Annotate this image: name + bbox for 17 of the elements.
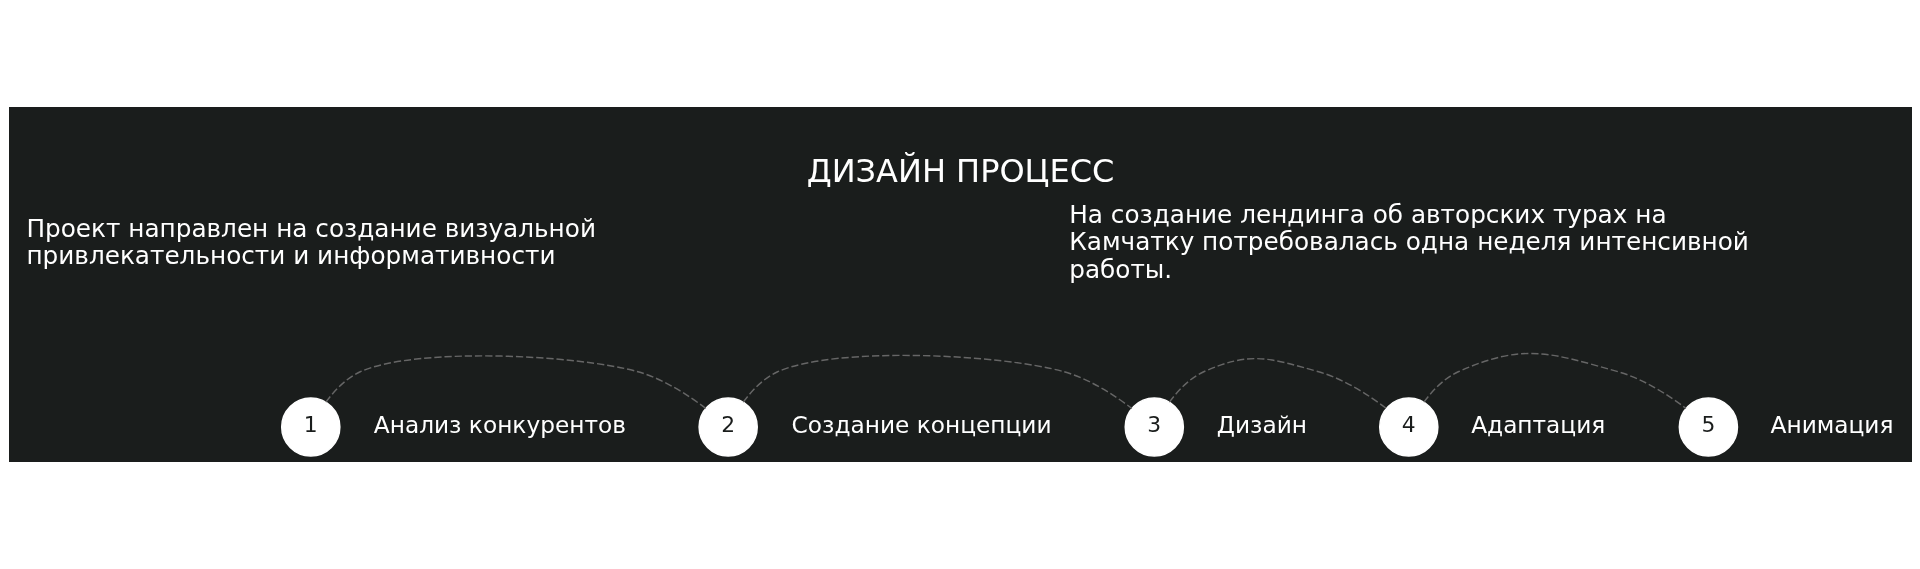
node-circle: 4	[1378, 397, 1439, 457]
connector	[1422, 352, 1687, 410]
label: На создание лендинга об авторских турах на Камчатку потребовалась одна неделя интенсивной работы.	[1068, 199, 1749, 285]
connector	[324, 355, 706, 410]
node-circle: 1	[280, 397, 341, 457]
node-circle: 5	[1678, 397, 1738, 457]
node-circle: 3	[1123, 397, 1184, 457]
node-circle: 2	[697, 397, 758, 457]
label: Проект направлен на создание визуальной привлекательности и информативности	[25, 213, 596, 271]
node-label: Дизайн	[1216, 410, 1307, 438]
connector	[742, 354, 1133, 410]
node-label: Создание концепции	[791, 410, 1052, 438]
node-label: Адаптация	[1470, 410, 1605, 438]
diagram-title: ДИЗАЙН ПРОЦЕСС	[806, 152, 1114, 191]
node-label: Анализ конкурентов	[373, 410, 626, 438]
connector	[1168, 357, 1387, 410]
node-label: Анимация	[1770, 410, 1893, 438]
